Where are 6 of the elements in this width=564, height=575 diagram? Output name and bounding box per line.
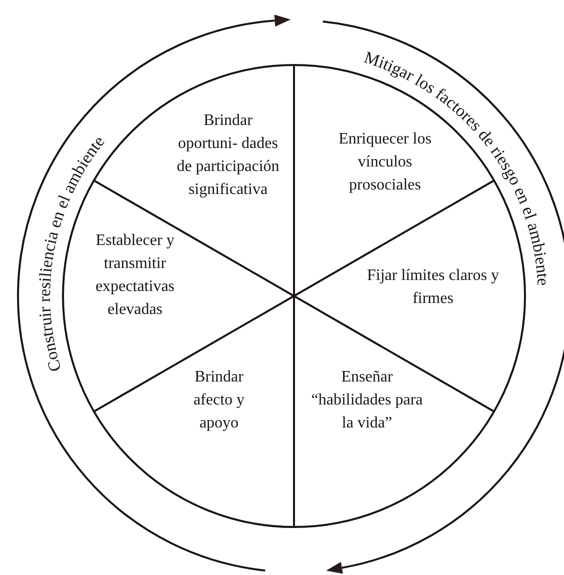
segment-text: Enseñar “habilidades para la vida”: [310, 368, 424, 434]
segment-text: Establecer y transmitir expectativas elevadas: [94, 231, 176, 320]
segment-text: Brindar afecto y apoyo: [192, 368, 246, 434]
segment-text: Brindar oportuni- dades de participación significativa: [176, 111, 280, 200]
segment-text: Fijar límites claros y firmes: [366, 266, 500, 309]
segment-text: Enriquecer los vínculos prosociales: [338, 130, 432, 196]
